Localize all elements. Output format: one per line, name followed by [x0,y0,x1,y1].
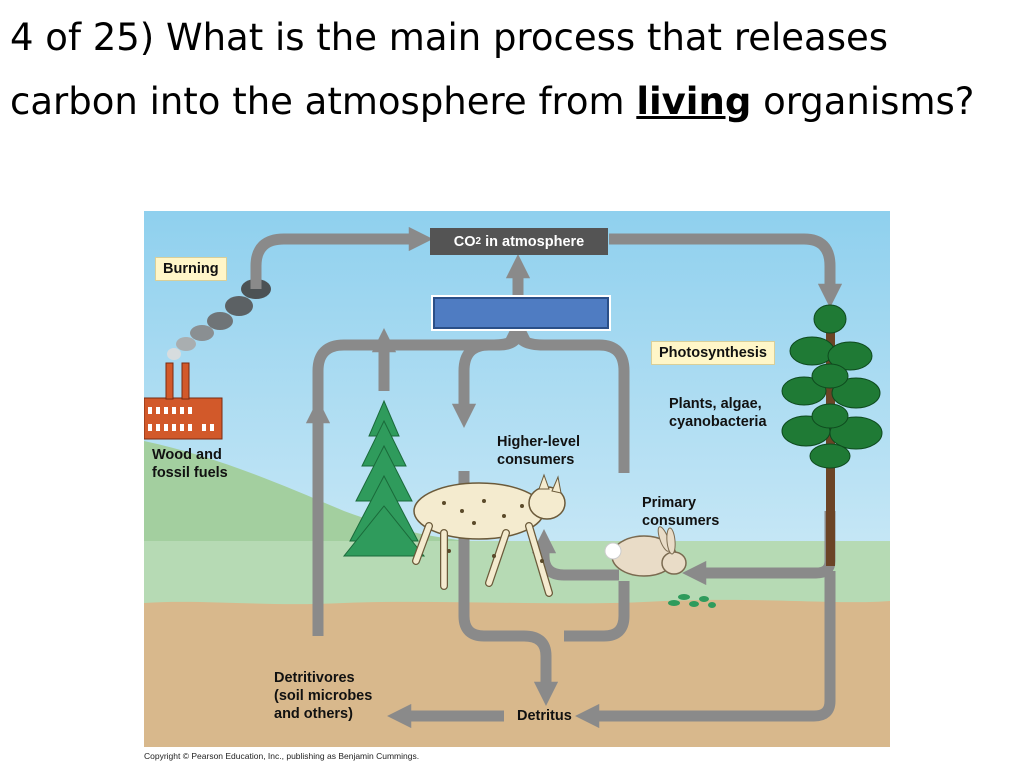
arrow-primary-down [564,581,630,642]
copyright-notice: Copyright © Pearson Education, Inc., pub… [144,751,420,761]
detritivores-line3: and others) [274,706,353,722]
burning-label: Burning [155,257,227,281]
question-text: 4 of 25) What is the main process that r… [10,6,1010,134]
question-emphasis: living [636,80,752,123]
detritivores-line1: Detritivores [274,670,355,686]
blank-answer-box [433,297,609,329]
rabbit-illustration [604,526,687,577]
plants-line1: Plants, algae, [669,396,762,412]
higher-line1: Higher-level [497,434,580,450]
primary-line2: consumers [642,513,720,529]
detritivores-label: Detritivores (soil microbes and others) [274,669,372,723]
soil [144,599,890,747]
conifer-illustration [342,399,426,557]
smoke-plume [167,279,271,360]
co2-label-rest: in atmosphere [481,233,585,250]
diagram-artwork [144,211,890,747]
higher-level-consumers-label: Higher-level consumers [497,433,580,469]
primary-consumers-label: Primary consumers [642,494,719,530]
arrow-tree-to-detritus [575,571,836,729]
arrow-burning-to-co2 [250,226,433,289]
co2-label: CO [453,233,476,250]
plants-line2: cyanobacteria [669,414,767,430]
arrow-co2-to-tree [609,233,843,308]
detritivores-line2: (soil microbes [274,688,373,704]
tree-illustration [781,304,883,566]
wood-fossil-fuels-line1: Wood and [152,447,222,463]
sprout-illustration [668,594,716,608]
grass-strip [144,541,890,609]
wood-fossil-fuels-label: Wood and fossil fuels [152,446,228,482]
arrow-primary-to-higher [531,529,619,581]
higher-line2: consumers [497,452,575,468]
arrow-primary-up [505,314,630,473]
photosynthesis-label: Photosynthesis [651,341,775,365]
primary-line1: Primary [642,495,697,511]
plants-label: Plants, algae, cyanobacteria [669,395,767,431]
lynx-illustration [412,473,566,597]
co2-subscript: 2 [475,236,482,247]
wood-fossil-fuels-line2: fossil fuels [152,465,228,481]
factory-illustration [144,362,223,440]
question-prefix: 4 of 25) What is the main process that r… [10,16,889,123]
arrow-higher-down [458,471,559,706]
detritus-label: Detritus [517,708,572,724]
question-suffix: organisms? [751,80,975,123]
